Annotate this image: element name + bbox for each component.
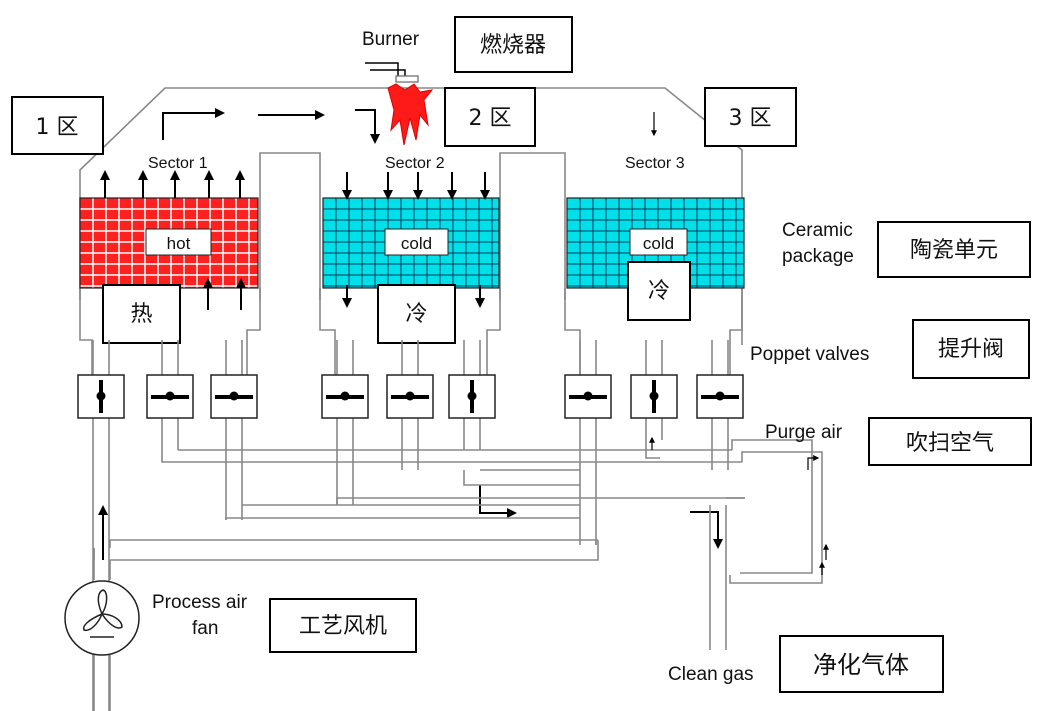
ceramic-beds: hot 热 cold 冷 cold 冷: [79, 197, 745, 344]
poppet-valve: [210, 374, 258, 419]
purge-arrow: [807, 455, 820, 470]
wall-b2-right: [486, 288, 501, 375]
bed-2: cold 冷: [322, 197, 500, 344]
header: [336, 497, 745, 505]
flow-arrows: [98, 108, 723, 560]
wall-b1-right: [246, 288, 261, 375]
bed-state-tag-box: [145, 228, 212, 256]
purge-loop: [729, 451, 823, 584]
burner-label: Burner: [362, 29, 420, 50]
flow-arrow: [690, 511, 723, 549]
sector-1-label: Sector 1: [148, 155, 208, 172]
bed-state-tag: hot: [167, 234, 191, 253]
flame-icon: [387, 83, 434, 146]
bed-state-tag: cold: [401, 234, 432, 253]
purge-header: [161, 450, 742, 463]
partition-1: [259, 152, 321, 300]
bed-cn-label: 冷: [648, 279, 670, 304]
poppet-valve: [386, 374, 434, 419]
poppet-valve: [321, 374, 369, 419]
poppet-valve: [696, 374, 744, 419]
burner-nozzle: [395, 75, 419, 83]
fan-housing: [64, 580, 140, 656]
wall-b3-right: [729, 288, 743, 375]
bed-state-tag: cold: [643, 234, 674, 253]
fan-header: [110, 540, 599, 561]
bed-1: hot 热: [79, 197, 259, 344]
duct-network: [92, 340, 829, 711]
purge-loop: [645, 440, 660, 459]
poppet-cn-box: [912, 319, 1030, 379]
zone-3-label: 3 区: [729, 106, 772, 131]
poppet-valve: [448, 374, 496, 419]
flow-arrow: [479, 485, 517, 518]
process-air-fan: [64, 580, 140, 656]
clean-gas-cn-label: 净化气体: [813, 651, 909, 679]
clean-gas-label: Clean gas: [668, 664, 754, 685]
bed-cn-box: [102, 284, 181, 344]
ceramic-cn-box: [877, 221, 1031, 278]
flow-arrow: [355, 109, 380, 144]
header: [463, 470, 580, 486]
fan-label-line1: Process air: [152, 592, 248, 613]
poppet-valve: [564, 374, 612, 419]
flow-arrow: [162, 108, 225, 140]
burner-gas-line-2: [370, 69, 406, 78]
fan-header: [109, 539, 598, 548]
bed-state-tag-box: [629, 228, 688, 256]
burner-gas-line: [365, 62, 399, 78]
zone-3-box: [704, 87, 797, 147]
wall-b1-left: [79, 288, 93, 375]
burner: [365, 62, 434, 146]
sector-3-label: Sector 3: [625, 155, 685, 172]
purge-cn-box: [868, 417, 1032, 466]
burner-cn-box: [454, 16, 573, 73]
bed-3: cold 冷: [566, 197, 745, 321]
poppet-valve: [77, 374, 125, 419]
fan-cn-label: 工艺风机: [299, 614, 387, 639]
bed-cn-box: [377, 284, 456, 344]
zone-1-box: [11, 96, 104, 155]
clean-gas-cn-box: [779, 635, 944, 693]
burner-cn-label: 燃烧器: [480, 33, 546, 58]
sector-2-label: Sector 2: [385, 155, 445, 172]
bed-cn-box: [627, 261, 691, 321]
bed-cn-label: 冷: [405, 302, 427, 327]
purge-label: Purge air: [765, 422, 843, 443]
zone-2-box: [444, 87, 536, 147]
ceramic-cn-label: 陶瓷单元: [910, 238, 998, 263]
zone-1-label: 1 区: [36, 115, 79, 140]
poppet-cn-label: 提升阀: [938, 337, 1004, 362]
bed-state-tag-box: [384, 228, 449, 256]
ceramic-label-line2: package: [782, 246, 854, 267]
fan-cn-box: [269, 598, 417, 653]
poppet-label: Poppet valves: [750, 344, 869, 365]
poppet-valves: [77, 374, 744, 419]
purge-loop: [731, 439, 813, 574]
zone-2-label: 2 区: [469, 106, 512, 131]
poppet-valve: [146, 374, 194, 419]
purge-cn-label: 吹扫空气: [906, 431, 994, 456]
labels: Burner 燃烧器 1 区 2 区 3 区 Sector 1 Sector 2…: [11, 16, 1032, 693]
partition-2: [499, 152, 566, 300]
fan-icon: [82, 589, 123, 638]
fan-label-line2: fan: [192, 618, 218, 639]
header: [225, 517, 580, 520]
ceramic-label-line1: Ceramic: [782, 220, 853, 241]
poppet-valve: [630, 374, 678, 419]
bed-cn-label: 热: [130, 302, 152, 327]
wall-b3-left: [564, 288, 581, 375]
wall-b2-left: [319, 288, 336, 375]
